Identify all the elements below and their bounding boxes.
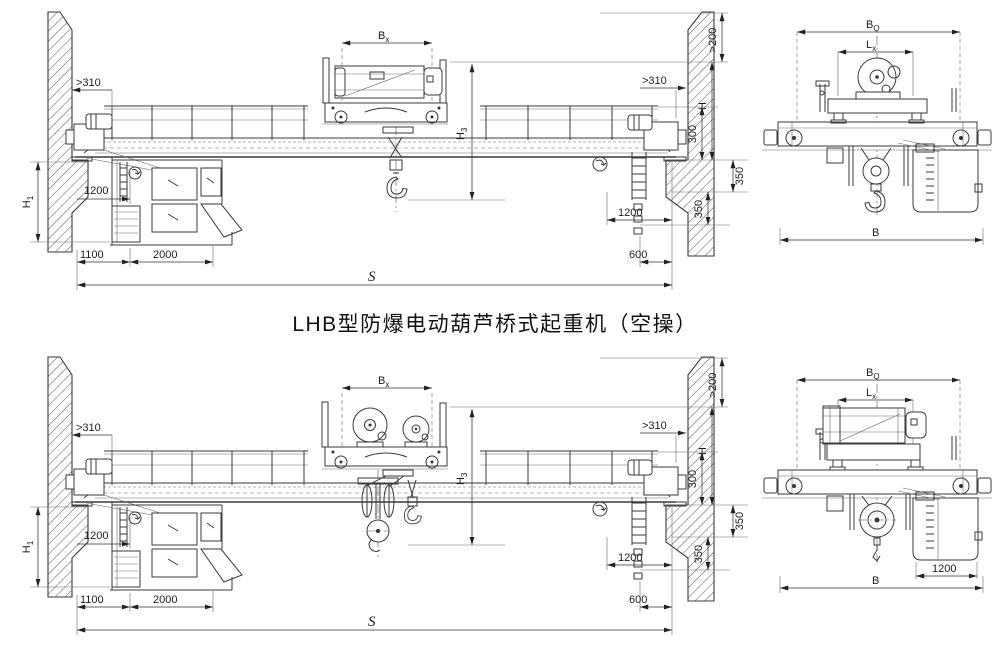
dim-rail-height: H1 [21,195,35,208]
dim-300: 300 [687,125,699,143]
dim-clearance-right: >310 [642,420,667,432]
dim-overall-b: B [872,575,879,587]
dim-span: S [368,614,376,630]
dim-600: 600 [629,594,647,606]
dim-rail-height: H1 [21,540,35,553]
bottom-drawing-main-view: >310 Bx H3 >310 >200 H 300 350 350 1200 … [21,357,748,635]
dim-300: 300 [687,470,699,488]
dim-1100: 1100 [80,594,104,606]
cabinet-dimension-lines [915,562,978,579]
dim-clearance-right: >310 [642,75,667,87]
dim-600: 600 [629,249,647,261]
dim-overall-width: BQ [866,19,880,33]
dim-2000: 2000 [153,249,177,261]
dim-1200-cabinet: 1200 [932,563,956,575]
dim-1200-left: 1200 [84,530,108,542]
sheave-hook-end-view [849,494,911,562]
dim-crane-height: H [697,102,709,110]
dim-trolley-gauge: Bx [378,30,389,44]
dim-hook-height: H3 [455,127,469,140]
dim-1200-left: 1200 [84,185,108,197]
dim-1200-right: 1200 [618,552,642,564]
hoist-trolley [322,57,448,125]
dim-roof-clearance: >200 [707,373,719,398]
dim-2000: 2000 [153,594,177,606]
dim-hook-height: H3 [455,472,469,485]
dim-1200-right: 1200 [618,207,642,219]
dim-overall-width: BQ [866,367,880,381]
top-drawing-side-view: BQ Lx B [762,19,992,245]
auxiliary-hook [403,479,422,525]
dim-350-lower: 350 [693,200,705,218]
bottom-drawing-side-view: BQ Lx 1200 B [762,367,992,593]
hoist-trolley-double [321,401,448,470]
dim-350-upper: 350 [734,167,746,185]
hook-block [382,126,414,212]
drawing-title: LHB型防爆电动葫芦桥式起重机（空操） [292,313,697,336]
hoist-drum [822,405,927,471]
dim-clearance-left: >310 [76,77,101,89]
dim-clearance-left: >310 [76,422,101,434]
dim-crane-height: H [697,447,709,455]
hook-block-end-view [848,146,909,213]
dim-roof-clearance: >200 [707,28,719,53]
dim-overall-b: B [872,227,879,239]
dim-1100: 1100 [80,249,104,261]
trolley-wheel-end-view [827,57,928,124]
sheave-hook-block [357,469,422,557]
dim-span: S [368,269,376,285]
dim-wheel-base: Lx [866,39,876,53]
dim-wheel-base: Lx [866,387,876,401]
dim-350-lower: 350 [693,545,705,563]
dim-350-upper: 350 [734,512,746,530]
dim-trolley-gauge: Bx [378,375,389,389]
top-drawing-main-view: >310 Bx H3 >310 >200 H 300 350 350 1200 … [21,12,748,290]
